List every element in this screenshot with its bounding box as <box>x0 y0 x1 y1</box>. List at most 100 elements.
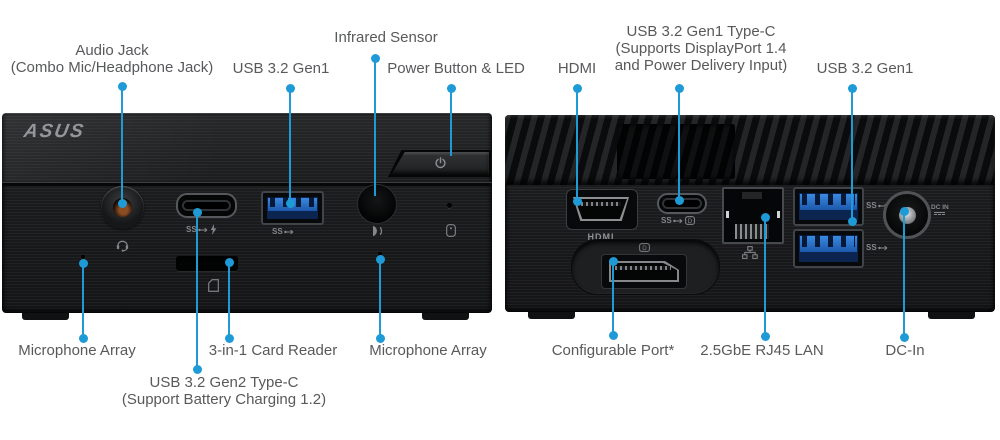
dc-in-port-label: DC IN <box>931 204 949 215</box>
leader-dot <box>376 255 385 264</box>
label-dc-in: DC-In <box>885 342 925 359</box>
front-usba-port <box>261 191 324 225</box>
card-reader-slot <box>176 256 238 271</box>
label-line: USB 3.2 Gen1 Type-C <box>626 23 776 40</box>
leader-dot <box>225 258 234 267</box>
label-line: USB 3.2 Gen2 Type-C <box>149 374 299 391</box>
leader-dot <box>900 333 909 342</box>
ss-text: SS <box>272 227 283 236</box>
leader-dot <box>761 332 770 341</box>
rear-vent-recess <box>617 124 735 179</box>
leader-configurable <box>612 261 614 335</box>
front-lid <box>2 113 492 183</box>
label-line: (Supports DisplayPort 1.4 <box>615 40 787 57</box>
power-icon <box>434 157 446 169</box>
front-foot-left <box>22 313 69 320</box>
infrared-sensor <box>357 184 397 224</box>
lan-icon <box>742 246 758 259</box>
label-power: Power Button & LED <box>387 60 525 77</box>
leader-dot <box>675 196 684 205</box>
leader-dot <box>848 217 857 226</box>
leader-dot <box>573 84 582 93</box>
label-line: Audio Jack <box>75 42 149 59</box>
lan-teeth <box>735 224 769 239</box>
ss-text: SS <box>186 225 197 234</box>
lightning-icon <box>210 224 217 235</box>
hdmi-port <box>566 189 638 230</box>
rear-vent <box>505 115 995 185</box>
label-usb-front: USB 3.2 Gen1 <box>232 60 330 77</box>
leader-usbc-front <box>196 212 198 369</box>
ss-arrow-icon <box>672 218 682 223</box>
leader-dot <box>193 365 202 374</box>
leader-usb-rear <box>851 88 853 221</box>
dc-symbol-solid <box>934 212 946 213</box>
label-line: (Support Battery Charging 1.2) <box>121 391 327 408</box>
power-led <box>447 203 452 208</box>
ss-arrow-icon <box>877 245 887 250</box>
usb-ss-charging-icon: SS <box>186 224 217 235</box>
leader-dc-in <box>903 210 905 336</box>
leader-dot <box>79 259 88 268</box>
leader-hdmi <box>576 88 578 201</box>
label-line: and Power Delivery Input) <box>614 57 788 74</box>
hdmi-port-label: HDMI <box>587 232 615 242</box>
ss-text: SS <box>661 216 672 225</box>
leader-usb-front <box>289 88 291 203</box>
mic-hole-right <box>378 252 382 256</box>
label-usbc-front: USB 3.2 Gen2 Type-C (Support Battery Cha… <box>122 374 326 408</box>
power-button <box>391 152 489 175</box>
label-audio-jack: Audio Jack (Combo Mic/Headphone Jack) <box>11 42 214 76</box>
usb-ss-icon: SS <box>272 227 295 236</box>
displayport-icon: D <box>639 243 650 252</box>
leader-power <box>450 88 452 156</box>
usb-ss-dp-icon: SS D <box>661 216 695 225</box>
leader-mic-right <box>379 258 381 338</box>
lan-clip-left <box>726 211 729 218</box>
dc-symbol-dashed <box>934 214 946 215</box>
leader-dot <box>900 207 909 216</box>
hdmi-pins <box>581 202 621 206</box>
headset-icon <box>115 237 130 252</box>
lan-tab <box>742 192 762 199</box>
leader-card-reader <box>228 262 230 338</box>
leader-dot <box>609 257 618 266</box>
leader-dot <box>376 334 385 343</box>
leader-dot <box>118 82 127 91</box>
label-mic-left: Microphone Array <box>18 342 136 359</box>
label-usb-rear: USB 3.2 Gen1 <box>816 60 914 77</box>
mic-hole-left <box>81 255 85 259</box>
rear-foot-left <box>528 312 575 319</box>
label-card-reader: 3-in-1 Card Reader <box>208 342 338 359</box>
front-usbc-inner <box>182 199 231 212</box>
label-line: (Combo Mic/Headphone Jack) <box>10 59 214 76</box>
leader-lan <box>764 216 766 336</box>
leader-dot <box>118 199 127 208</box>
ss-arrow-icon <box>197 227 207 232</box>
configurable-displayport <box>601 254 687 289</box>
leader-dot <box>573 197 582 206</box>
ss-arrow-icon <box>283 229 293 234</box>
leader-dot <box>609 331 618 340</box>
rear-usba-bottom-pins <box>802 235 855 248</box>
label-infrared: Infrared Sensor <box>334 29 438 46</box>
ss-text: SS <box>866 243 877 252</box>
rear-foot-right <box>928 312 975 319</box>
label-hdmi: HDMI <box>557 60 597 77</box>
leader-audio <box>121 86 123 203</box>
dp-pins <box>615 266 671 270</box>
leader-dot <box>675 84 684 93</box>
leader-dot <box>225 334 234 343</box>
label-usbc-rear: USB 3.2 Gen1 Type-C (Supports DisplayPor… <box>615 23 788 74</box>
lan-port <box>722 187 784 244</box>
rear-usba-port-bottom <box>793 229 864 268</box>
leader-dot <box>193 208 202 217</box>
rear-usba-top-pins <box>802 193 855 206</box>
leader-mic-left <box>82 262 84 338</box>
leader-dot <box>286 84 295 93</box>
svg-text:D: D <box>642 245 647 252</box>
front-usbc-port <box>176 193 237 218</box>
dc-in-text: DC IN <box>931 204 949 211</box>
leader-usbc-rear <box>678 88 680 200</box>
